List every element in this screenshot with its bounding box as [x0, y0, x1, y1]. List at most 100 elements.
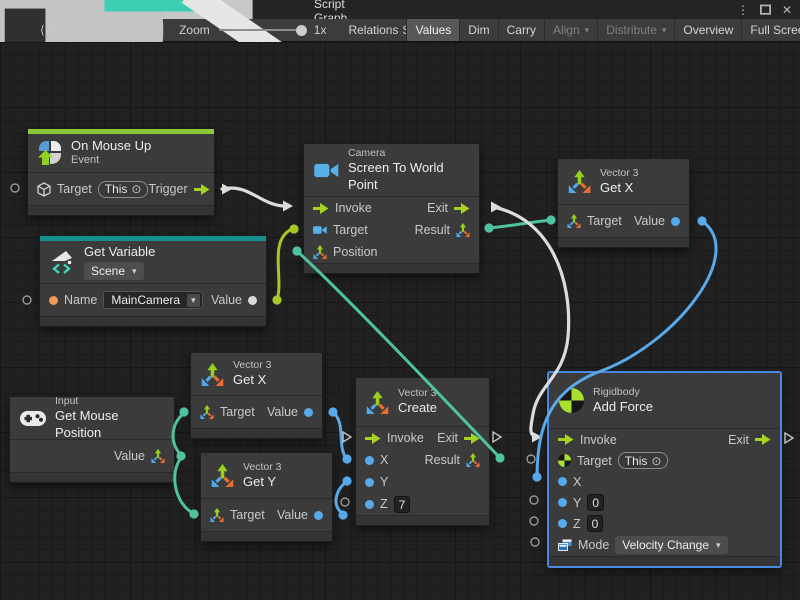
value-port[interactable] — [248, 295, 257, 305]
port-label: Value — [113, 449, 145, 463]
port-label: Value — [210, 293, 242, 307]
node-title: Get Y — [243, 473, 277, 489]
port-label: Trigger — [148, 182, 188, 196]
port-label: Invoke — [335, 201, 372, 215]
window-menu-button[interactable]: ⋮ — [734, 1, 752, 18]
window-controls: ⋮✕ — [734, 0, 796, 19]
name-port[interactable] — [49, 295, 58, 305]
zoom-level: 1x — [313, 23, 327, 37]
node-port-row: Mode Velocity Change — [549, 534, 780, 556]
port-label: Z — [380, 497, 388, 511]
graph-owner[interactable]: Sphere — [67, 0, 441, 139]
dropdown-label: Scene — [91, 263, 126, 278]
x-port[interactable] — [365, 455, 374, 465]
z-port[interactable] — [365, 499, 374, 509]
vector3-icon — [568, 170, 591, 193]
target-self-pill[interactable]: This — [97, 180, 149, 198]
maximize-button[interactable] — [756, 1, 774, 18]
port-label: Y — [380, 475, 389, 489]
node-footer — [191, 428, 322, 438]
close-button[interactable]: ✕ — [778, 1, 796, 18]
port-label: Target — [220, 405, 255, 419]
zoom-control: Zoom 1x — [153, 19, 334, 41]
toolbar-button-align[interactable]: Align — [545, 19, 597, 41]
toolbar-button-relations[interactable]: Relations — [348, 23, 399, 37]
port-label: Result — [424, 453, 460, 467]
node-type-label: Vector 3 — [398, 387, 437, 400]
toolbar-button-overview[interactable]: Overview — [683, 23, 734, 37]
z-port[interactable] — [558, 519, 567, 528]
graph-canvas[interactable]: On Mouse UpEventTargetThisTriggerGet Var… — [0, 42, 800, 600]
flow-arrow-icon — [313, 202, 329, 214]
node-port-row: NameMainCameraValue — [40, 284, 266, 316]
zoom-slider-knob[interactable] — [295, 24, 307, 36]
force-mode-dropdown[interactable]: Velocity Change — [615, 536, 728, 554]
port-label: Z — [573, 516, 581, 531]
y-port[interactable] — [365, 477, 374, 487]
camera-icon — [314, 162, 339, 179]
y-value-field[interactable]: 0 — [587, 494, 605, 511]
x-port[interactable] — [558, 477, 567, 486]
value-port[interactable] — [304, 407, 313, 417]
info-button[interactable] — [0, 0, 164, 170]
node-accent-bar — [28, 129, 214, 134]
target-self-pill[interactable]: This — [617, 452, 669, 469]
gameobject-icon — [37, 181, 51, 197]
vector3-icon — [456, 223, 470, 237]
node-on-mouse-up[interactable]: On Mouse UpEventTargetThisTrigger — [27, 128, 215, 216]
variables-button[interactable]: ⟨×⟩ — [40, 23, 60, 37]
mouse-up-icon — [38, 140, 62, 166]
port-label: Mode — [578, 538, 610, 552]
menu-icon: ⋮ — [737, 2, 749, 17]
port-label: Target — [587, 214, 622, 228]
port-label: Invoke — [387, 431, 424, 445]
node-footer — [558, 237, 689, 247]
variable-name-dropdown[interactable]: MainCamera — [103, 291, 203, 309]
vector3-icon — [200, 405, 214, 419]
value-port[interactable] — [671, 216, 680, 226]
z-value-field[interactable]: 0 — [586, 515, 604, 532]
maximize-icon — [759, 4, 771, 15]
node-footer — [304, 263, 479, 273]
node-title: Get X — [233, 372, 267, 388]
toolbar-button-distribute[interactable]: Distribute — [598, 19, 674, 41]
zoom-slider[interactable] — [218, 24, 307, 36]
y-port[interactable] — [558, 498, 567, 507]
flow-arrow-icon — [454, 202, 470, 214]
node-title: Screen To World Point — [348, 160, 444, 192]
toolbar-button-carry[interactable]: Carry — [506, 23, 536, 37]
node-accent-bar — [40, 236, 266, 241]
node-port-row: Invoke Exit — [304, 197, 479, 219]
toolbar-button-values[interactable]: Values — [407, 19, 460, 41]
vector3-icon — [210, 508, 224, 522]
toolbar-button-full-screen[interactable]: Full Screen — [750, 23, 800, 37]
port-label: Exit — [427, 201, 448, 215]
z-value-field[interactable]: 7 — [393, 495, 411, 513]
port-label: Exit — [437, 431, 458, 445]
value-port[interactable] — [314, 510, 323, 520]
node-get-variable[interactable]: Get VariableSceneNameMainCameraValue — [39, 235, 267, 327]
pill-label: This — [624, 453, 648, 468]
kind-dropdown[interactable]: Scene — [84, 262, 144, 281]
node-type-label: Camera — [348, 147, 386, 160]
toolbar-button-dim[interactable]: Dim — [468, 23, 490, 37]
node-subtitle: Event — [71, 154, 100, 167]
